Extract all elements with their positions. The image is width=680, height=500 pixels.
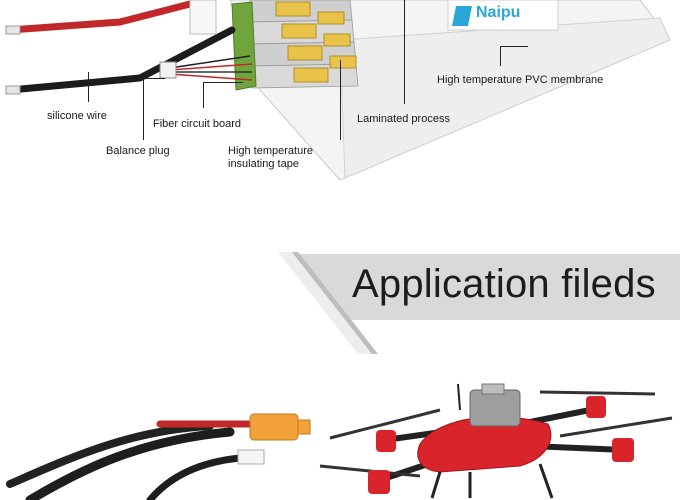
- cable-harness-photo: [6, 413, 311, 500]
- leader-line: [404, 0, 405, 104]
- drone-motor: [376, 430, 396, 452]
- leader-line: [143, 78, 144, 140]
- harness-black-cable: [25, 427, 235, 500]
- callout-high-temp-insulating-tape: High temperature insulating tape: [228, 145, 313, 170]
- leader-line: [203, 82, 243, 83]
- balance-lead-wires: [169, 55, 253, 81]
- leader-line: [88, 72, 89, 102]
- connector-block: [189, 0, 217, 35]
- xt-connector: [249, 413, 299, 441]
- section-banner-shape: [278, 252, 680, 354]
- callout-fiber-circuit-board: Fiber circuit board: [153, 118, 242, 130]
- fiber-circuit-board: [231, 1, 257, 91]
- silicone-wire-black: [6, 26, 236, 94]
- drone-tank-cap: [481, 383, 505, 395]
- application-photos: [6, 383, 673, 500]
- leader-line: [203, 82, 204, 108]
- brand-logo-text: Naipu: [476, 4, 521, 21]
- drone-motor: [586, 396, 606, 418]
- leader-line: [500, 46, 501, 66]
- jst-connector: [237, 449, 265, 465]
- drone-motor: [368, 470, 390, 494]
- wire-end-cap: [5, 85, 21, 95]
- leader-line: [500, 46, 528, 47]
- drone-tank: [469, 389, 521, 427]
- pvc-membrane-face: [339, 17, 671, 179]
- callout-silicone-wire: silicone wire: [47, 110, 107, 122]
- wire-end-cap: [5, 25, 21, 35]
- section-title: Application fileds: [352, 262, 656, 306]
- callout-laminated-process: Laminated process: [357, 113, 450, 125]
- callout-pvc-membrane: High temperature PVC membrane: [437, 74, 604, 86]
- callout-line: High temperature: [228, 145, 313, 157]
- drone-body: [417, 416, 552, 473]
- drone-motor: [612, 438, 634, 462]
- harness-black-cable: [6, 422, 214, 488]
- xt-connector-tip: [297, 419, 311, 435]
- agricultural-drone-photo: [319, 383, 673, 499]
- brand-logo-mark: [452, 6, 472, 26]
- harness-black-cable: [146, 454, 244, 500]
- callout-line: insulating tape: [228, 157, 299, 170]
- silicone-wire-red: [6, 0, 194, 34]
- balance-plug: [159, 61, 177, 79]
- insulating-tape-tabs: [275, 1, 357, 83]
- leader-line: [340, 60, 341, 140]
- callout-balance-plug: Balance plug: [106, 145, 170, 157]
- leader-line: [143, 78, 165, 79]
